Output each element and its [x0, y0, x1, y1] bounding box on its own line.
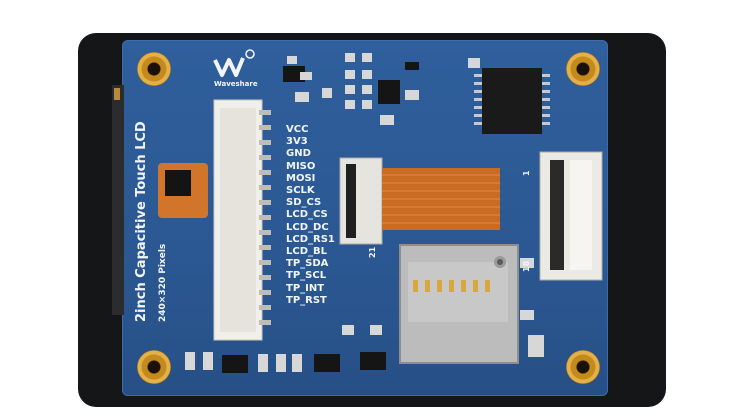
pin-label: LCD_CS — [286, 209, 328, 221]
connector-label-1: 1 — [522, 170, 531, 176]
bottom-transistor — [222, 355, 248, 373]
pin-label: TP_SCL — [286, 270, 327, 282]
mounting-hole-bottom-right — [566, 350, 600, 384]
pin-label: LCD_BL — [286, 246, 328, 258]
ribbon-traces — [382, 174, 500, 224]
connector-label-21: 21 — [368, 246, 377, 258]
pin-label: TP_RST — [286, 294, 327, 306]
main-ic — [482, 68, 542, 134]
main-ic-pins — [474, 74, 550, 125]
regulator-chip — [378, 80, 400, 104]
pin-label: SD_CS — [286, 197, 322, 209]
pin-label: TP_SDA — [286, 258, 329, 270]
touch-ic-chip — [165, 170, 191, 196]
pin-label: MISO — [286, 160, 316, 172]
pin-label: TP_INT — [286, 282, 325, 294]
edge-contact — [114, 88, 120, 100]
pin-label: 3V3 — [286, 136, 308, 148]
mounting-hole-top-right — [566, 52, 600, 86]
board-title: 2inch Capacitive Touch LCD — [134, 121, 149, 322]
brand-name: Waveshare — [214, 80, 258, 88]
pin-label: GND — [286, 148, 311, 160]
header-pins — [259, 110, 271, 325]
connector-label-18: 18 — [522, 260, 531, 272]
pin-labels: VCC 3V3 GND MISO MOSI SCLK SD_CS LCD_CS … — [286, 124, 335, 307]
lcd-edge-strip — [112, 85, 124, 315]
board-resolution: 240×320 Pixels — [158, 243, 168, 322]
mounting-hole-top-left — [137, 52, 171, 86]
pin-label: SCLK — [286, 185, 315, 197]
pin-label: LCD_RS1 — [286, 233, 335, 245]
transistor — [283, 66, 305, 82]
header-inner — [220, 108, 256, 332]
pin-label: LCD_DC — [286, 221, 329, 233]
pin-label: VCC — [286, 124, 309, 135]
pin-label: MOSI — [286, 172, 316, 184]
mounting-hole-bottom-left — [137, 350, 171, 384]
waveshare-logo-icon — [213, 49, 255, 77]
sd-contacts — [413, 280, 490, 292]
